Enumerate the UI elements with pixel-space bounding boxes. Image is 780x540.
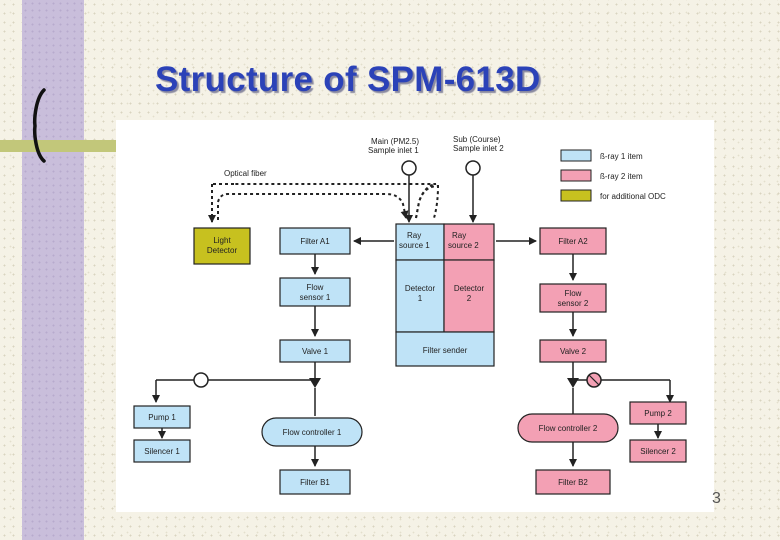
flow-sensor-2-label-b: sensor 2 (558, 299, 589, 308)
flow-sensor-1-box (279, 277, 351, 307)
optical-fiber-line (217, 193, 409, 220)
flow-sensor-1-label-a: Flow (307, 283, 324, 292)
check-valve-1-icon (309, 378, 321, 388)
legend-swatch-beta1 (560, 149, 592, 162)
page-number: 3 (712, 490, 721, 507)
detector-2-box (443, 259, 495, 333)
legend-label-beta1: ß-ray 1 item (600, 152, 643, 161)
flow-controller-1-box (261, 417, 363, 447)
optical-fiber-label: Optical fiber (224, 169, 267, 178)
main-inlet-port (401, 160, 417, 176)
filter-sender-label: Filter sender (423, 346, 468, 355)
check-valve-2-icon (567, 378, 579, 388)
filter-b1-box (279, 469, 351, 495)
filter-sender-box (395, 331, 495, 367)
legend-swatch-beta2 (560, 169, 592, 182)
filter-b2-label: Filter B2 (558, 478, 588, 487)
silencer-1-label: Silencer 1 (144, 447, 180, 456)
flow-sensor-2-label-a: Flow (565, 289, 582, 298)
sub-inlet-label-2: Sample inlet 2 (453, 144, 504, 153)
silencer-2-box (629, 439, 687, 463)
silencer-1-box (133, 439, 191, 463)
legend-swatch-odc (560, 189, 592, 202)
light-detector-label-2: Detector (207, 246, 238, 255)
sub-inlet-label-1: Sub (Course) (453, 135, 501, 144)
detector-1-label-a: Detector (405, 284, 436, 293)
legend-label-beta2: ß-ray 2 item (600, 172, 643, 181)
flow-sensor-1-label-b: sensor 1 (300, 293, 331, 302)
pump-1-label: Pump 1 (148, 413, 176, 422)
pump-2-label: Pump 2 (644, 409, 672, 418)
detector-1-label-b: 1 (418, 294, 423, 303)
detector-1-box (395, 259, 445, 333)
valve-1-label: Valve 1 (302, 347, 329, 356)
light-detector-label-1: Light (213, 236, 231, 245)
filter-a2-box (539, 227, 607, 255)
legend-label-odc: for additional ODC (600, 192, 666, 201)
detector-2-label-a: Detector (454, 284, 485, 293)
flow-controller-2-box (517, 413, 619, 443)
filter-b1-label: Filter B1 (300, 478, 330, 487)
bracket-decoration (33, 88, 46, 163)
flow-sensor-2-box (539, 283, 607, 313)
silencer-2-label: Silencer 2 (640, 447, 676, 456)
decorative-stripe (22, 0, 84, 540)
detector-2-label-b: 2 (467, 294, 472, 303)
ray-source-2-label-a: Ray (452, 231, 466, 240)
main-inlet-label-2: Sample inlet 1 (368, 146, 419, 155)
sub-inlet-port (465, 160, 481, 176)
flow-controller-1-label: Flow controller 1 (283, 428, 342, 437)
filter-b2-box (535, 469, 611, 495)
main-inlet-label-1: Main (PM2.5) (371, 137, 419, 146)
ray-source-2-label-b: source 2 (448, 241, 479, 250)
page-title: Structure of SPM-613D (155, 60, 541, 99)
filter-a1-box (279, 227, 351, 255)
ray-source-1-label-a: Ray (407, 231, 421, 240)
spm-structure-diagram: Main (PM2.5) Sample inlet 1 Sub (Course)… (116, 120, 714, 512)
light-detector-box (193, 227, 251, 265)
ray-source-1-label-b: source 1 (399, 241, 430, 250)
odc-port-left (193, 372, 209, 388)
flow-controller-2-label: Flow controller 2 (539, 424, 598, 433)
ray-source-2-box (443, 223, 495, 261)
decorative-bar (0, 140, 118, 152)
valve-2-label: Valve 2 (560, 347, 587, 356)
filter-a1-label: Filter A1 (300, 237, 330, 246)
filter-a2-label: Filter A2 (558, 237, 588, 246)
